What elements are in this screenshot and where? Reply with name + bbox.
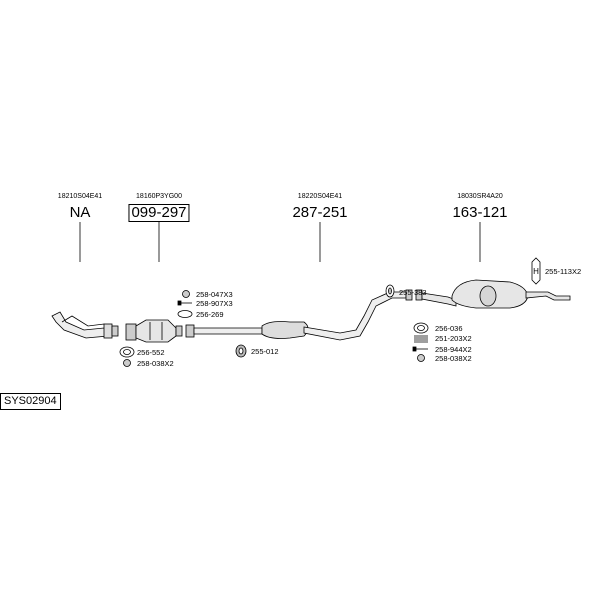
nut-icon	[123, 359, 131, 367]
hardware-label[interactable]: 256-552	[137, 348, 165, 357]
oem-number: 18030SR4A20	[457, 193, 503, 200]
svg-text:H: H	[533, 267, 539, 276]
part-number-link[interactable]: NA	[69, 204, 91, 221]
oem-number: 18160P3YG00	[136, 193, 182, 200]
nut-icon	[417, 354, 425, 362]
hardware-label[interactable]: 251-203X2	[435, 334, 472, 343]
part-number-link[interactable]: 099-297	[128, 204, 190, 222]
spring-icon	[414, 335, 428, 343]
middle-pipe	[185, 289, 413, 341]
nut-icon	[182, 290, 190, 298]
hardware-label[interactable]: 255-012	[251, 347, 279, 356]
hardware-label[interactable]: 258-038X2	[137, 359, 174, 368]
gasket-icon	[177, 310, 193, 318]
oem-number: 18210S04E41	[57, 193, 103, 200]
front-downpipe	[51, 311, 119, 339]
hardware-label[interactable]: 255-113X2	[545, 267, 582, 276]
part-number-link[interactable]: 163-121	[452, 204, 508, 221]
hardware-label[interactable]: 256-036	[435, 324, 463, 333]
hardware-label[interactable]: 258-907X3	[196, 299, 233, 308]
rear-silencer	[415, 279, 571, 309]
oem-number: 18220S04E41	[297, 193, 343, 200]
clamp-icon	[531, 257, 541, 285]
hardware-label[interactable]: 258-047X3	[196, 290, 233, 299]
part-number-link[interactable]: 287-251	[292, 204, 348, 221]
catalytic-converter	[125, 319, 183, 343]
hardware-label[interactable]: 258-038X2	[435, 354, 472, 363]
system-code-label: SYS02904	[0, 393, 61, 410]
hardware-label[interactable]: 256-269	[196, 310, 224, 319]
hardware-label[interactable]: 258-944X2	[435, 345, 472, 354]
hardware-label[interactable]: 255-383	[399, 288, 427, 297]
